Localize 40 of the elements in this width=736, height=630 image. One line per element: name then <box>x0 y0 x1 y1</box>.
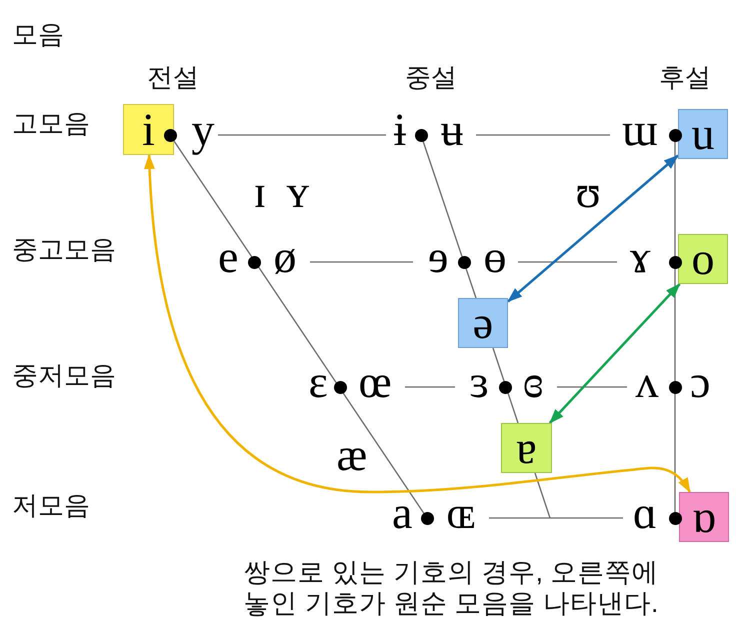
title: 모음 <box>12 21 64 47</box>
vowel-box: ɐ <box>501 423 552 473</box>
vowel-box: ɒ <box>679 492 729 542</box>
vowel-symbol: ɯ <box>622 107 658 154</box>
vowel-box: u <box>678 109 728 159</box>
vowel-symbol: ɛ <box>308 359 328 406</box>
vowel-symbol: ɪ <box>254 169 266 216</box>
column-heading: 후설 <box>659 64 711 90</box>
vowel-symbol: ɔ <box>690 359 710 406</box>
vowel-symbol: ɑ <box>633 490 658 536</box>
row-heading: 중고모음 <box>12 236 116 262</box>
row-heading: 중저모음 <box>12 362 116 388</box>
vowel-symbol: ɵ <box>484 234 506 280</box>
vowel-symbol: e <box>218 234 238 280</box>
vowel-symbol: y <box>192 107 214 154</box>
vowel-symbol: ɶ <box>446 490 476 536</box>
row-heading: 고모음 <box>12 110 90 136</box>
double-arrow <box>548 283 681 424</box>
vowel-box: o <box>678 234 728 284</box>
double-arrow <box>144 154 691 494</box>
vowel-box: ə <box>458 298 508 348</box>
vowel-symbol: œ <box>358 359 392 406</box>
vowel-symbol: ɜ <box>470 359 489 406</box>
vowel-symbol: ø <box>274 234 296 280</box>
vowel-symbol: ɨ <box>394 107 406 154</box>
vowel-symbol: æ <box>336 432 368 478</box>
vowel-symbol: ʏ <box>286 169 310 216</box>
vowel-symbol: ɤ <box>630 234 650 280</box>
vowel-symbol: ʌ <box>636 359 658 406</box>
vowel-symbol: ʊ <box>576 169 601 216</box>
caption: 쌍으로 있는 기호의 경우, 오른쪽에 놓인 기호가 원순 모음을 나타낸다. <box>242 557 660 619</box>
vowel-symbol: a <box>392 490 412 536</box>
vowel-box: i <box>123 104 174 155</box>
double-arrow <box>507 154 679 302</box>
vowel-symbol: ɘ <box>428 234 448 280</box>
column-heading: 중설 <box>405 64 457 90</box>
vowel-symbol: ɞ <box>523 359 544 406</box>
column-heading: 전설 <box>147 64 199 90</box>
vowel-symbol: ʉ <box>440 107 464 154</box>
row-heading: 저모음 <box>12 492 90 518</box>
